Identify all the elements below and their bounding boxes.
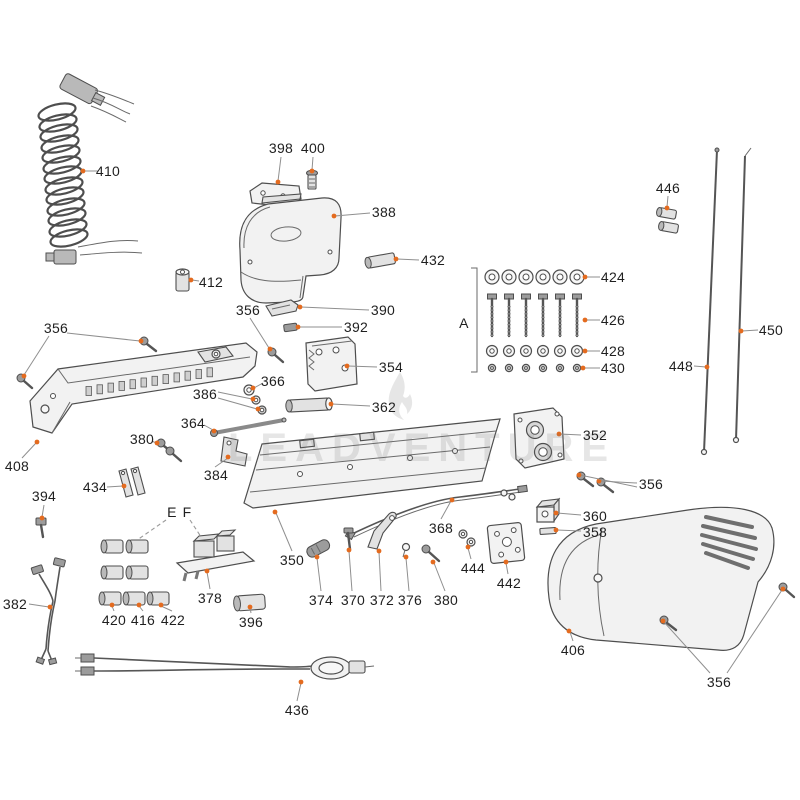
part-label-372: 372: [369, 592, 395, 608]
part-label-370: 370: [340, 592, 366, 608]
part-label-394: 394: [31, 488, 57, 504]
part-372-lever: [367, 511, 397, 550]
part-label-398: 398: [268, 140, 294, 156]
part-388-top-cover: [239, 193, 342, 304]
part-label-408: 408: [4, 458, 30, 474]
part-label-366: 366: [260, 373, 286, 389]
part-410-coiled-cord: [37, 73, 143, 265]
part-label-422: 422: [160, 612, 186, 628]
part-label-412: 412: [198, 274, 224, 290]
part-label-410: 410: [95, 163, 121, 179]
leader-lines: [21, 156, 786, 702]
part-392-clip: [283, 322, 298, 333]
part-label-380: 380: [129, 431, 155, 447]
part-label-388: 388: [371, 204, 397, 220]
part-label-444: 444: [460, 560, 486, 576]
part-354-bracket: [305, 336, 358, 392]
part-426-screws: [487, 293, 582, 338]
part-424-washers: [484, 269, 585, 285]
part-label-390: 390: [370, 302, 396, 318]
part-label-448: 448: [668, 358, 694, 374]
part-label-354: 354: [378, 359, 404, 375]
part-label-368: 368: [428, 520, 454, 536]
hardware-group-a: [471, 267, 585, 373]
part-label-364: 364: [180, 415, 206, 431]
part-446-spacers: [656, 206, 679, 234]
part-430-nuts: [487, 363, 582, 373]
part-374-grip: [306, 539, 331, 558]
part-label-400: 400: [300, 140, 326, 156]
part-label-392: 392: [343, 319, 369, 335]
part-384-bracket: [220, 436, 248, 467]
part-448-rod: [700, 147, 720, 456]
part-400-screw: [306, 169, 318, 190]
group-label-E: E: [167, 504, 177, 520]
part-412-bushing: [175, 268, 190, 292]
part-432-pin: [364, 252, 396, 269]
part-label-378: 378: [197, 590, 223, 606]
part-label-376: 376: [397, 592, 423, 608]
part-376-pin: [401, 542, 411, 558]
part-358-clip: [539, 526, 557, 536]
part-label-446: 446: [655, 180, 681, 196]
part-label-358: 358: [582, 524, 608, 540]
part-label-356: 356: [638, 476, 664, 492]
part-350-channel: [243, 418, 501, 509]
part-380-screws-left: [156, 438, 183, 463]
part-406-side-cover: [547, 506, 775, 651]
part-442-plate: [486, 522, 526, 564]
part-420-416-422-cylinders: [98, 539, 170, 606]
part-label-406: 406: [560, 642, 586, 658]
part-label-428: 428: [600, 343, 626, 359]
part-label-420: 420: [101, 612, 127, 628]
part-label-382: 382: [2, 596, 28, 612]
part-label-436: 436: [284, 702, 310, 718]
part-396-cylinder: [233, 593, 266, 612]
group-label-A: A: [459, 315, 469, 331]
part-label-352: 352: [582, 427, 608, 443]
part-label-360: 360: [582, 508, 608, 524]
part-label-430: 430: [600, 360, 626, 376]
part-label-350: 350: [279, 552, 305, 568]
part-380-screw-right: [421, 544, 441, 563]
part-label-442: 442: [496, 575, 522, 591]
part-label-396: 396: [238, 614, 264, 630]
part-360-block: [535, 497, 561, 523]
part-370-screw: [343, 527, 354, 551]
part-434-strips: [118, 466, 146, 498]
part-label-386: 386: [192, 386, 218, 402]
part-label-426: 426: [600, 312, 626, 328]
part-382-y-lead: [30, 557, 66, 666]
part-378-block-assembly: [175, 529, 256, 582]
part-362-pin: [285, 397, 333, 413]
part-label-384: 384: [203, 467, 229, 483]
part-label-424: 424: [600, 269, 626, 285]
part-label-450: 450: [758, 322, 784, 338]
part-450-rod: [732, 147, 752, 444]
part-label-374: 374: [308, 592, 334, 608]
part-label-362: 362: [371, 399, 397, 415]
part-label-434: 434: [82, 479, 108, 495]
part-label-416: 416: [130, 612, 156, 628]
part-436-cable-assembly: [75, 653, 375, 680]
part-390-bracket: [265, 299, 299, 317]
part-364-shaft: [210, 417, 287, 437]
part-label-356: 356: [706, 674, 732, 690]
group-label-F: F: [182, 504, 192, 520]
part-394-bolt: [35, 517, 47, 539]
part-label-356: 356: [235, 302, 261, 318]
part-label-380: 380: [433, 592, 459, 608]
part-label-432: 432: [420, 252, 446, 268]
part-408-side-rail: [29, 342, 258, 434]
part-428-washers: [485, 344, 584, 358]
part-label-356: 356: [43, 320, 69, 336]
part-444-nuts: [458, 529, 476, 547]
part-352-bracket: [513, 407, 565, 469]
